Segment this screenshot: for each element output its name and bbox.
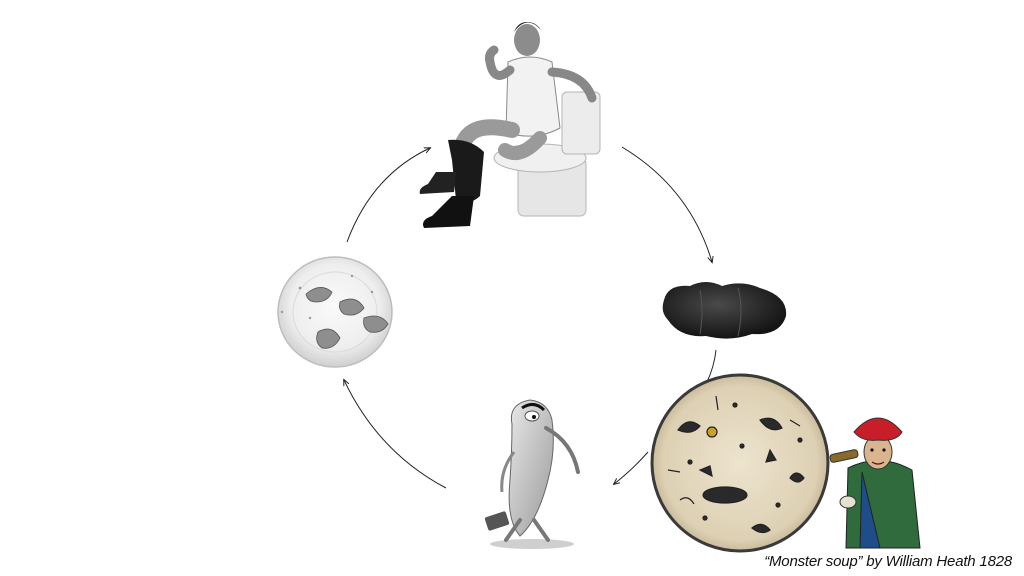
man-on-toilet-image xyxy=(419,22,601,228)
woman-figure xyxy=(829,417,921,549)
arrow-shrimp-to-plate xyxy=(344,380,447,489)
image-credit-caption: “Monster soup” by William Heath 1828 xyxy=(764,553,1012,570)
arrow-soup-to-shrimp xyxy=(614,451,649,484)
shrimp-plate-image xyxy=(277,256,393,368)
sad-shrimp-image xyxy=(484,399,580,549)
arrow-man-to-feces xyxy=(621,146,712,262)
monster-soup-image xyxy=(650,373,921,553)
arrow-plate-to-man xyxy=(346,148,430,243)
feces-image xyxy=(662,282,787,339)
